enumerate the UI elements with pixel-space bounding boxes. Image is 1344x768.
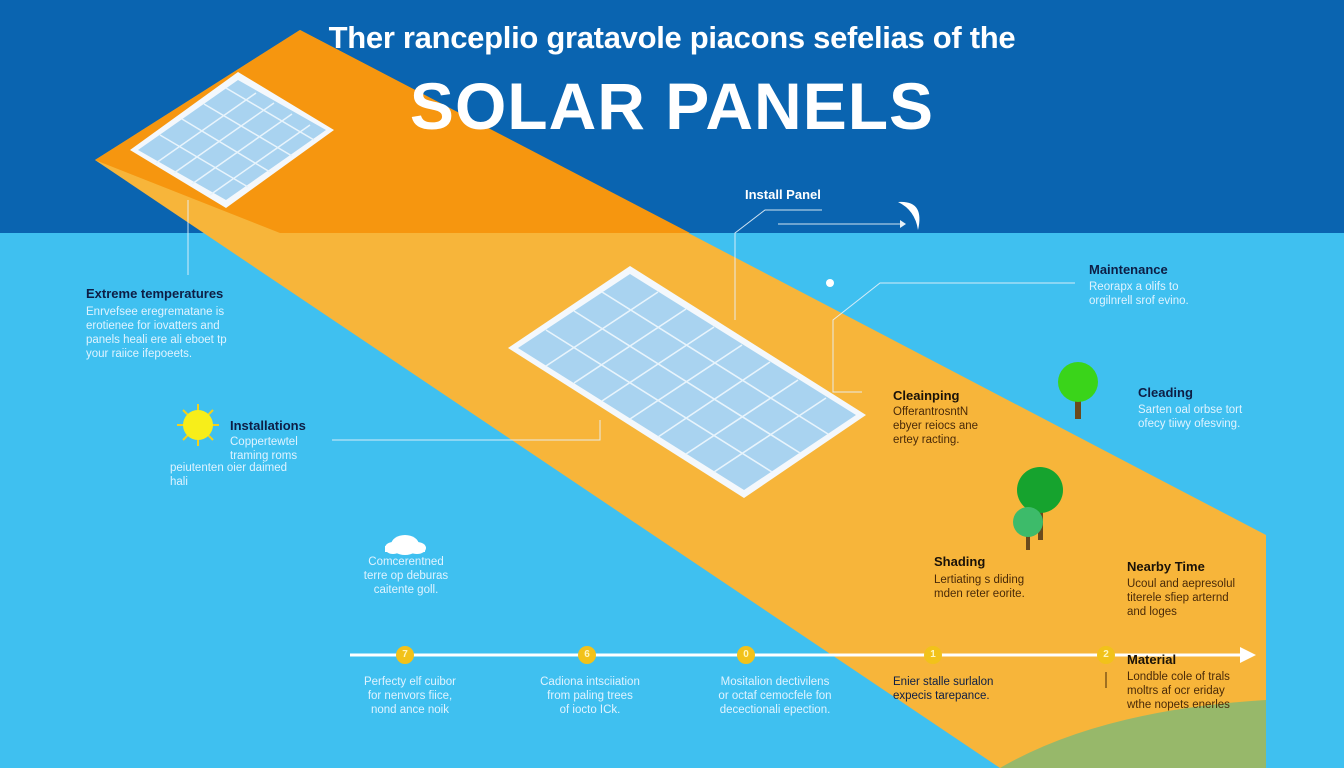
- text-line: wthe nopets enerles: [1127, 699, 1230, 711]
- text-line: Comcerentned: [368, 556, 444, 568]
- grass-patch: [1000, 700, 1266, 768]
- timeline-step-text: Perfecty elf cuibor for nenvors fiice, n…: [345, 675, 475, 717]
- shading-label: Shading: [934, 554, 986, 569]
- text-line: caitente goll.: [373, 584, 439, 596]
- text-line: for nenvors fiice,: [367, 690, 453, 702]
- text-line: OfferantrosntN: [893, 406, 969, 418]
- cleading-text: Sarten oal orbse tort ofecy tiiwy ofesvi…: [1138, 403, 1242, 431]
- text-line: and loges: [1127, 606, 1177, 618]
- timeline-step-text: Mositalion dectivilens or octaf cemocfel…: [695, 675, 855, 717]
- text-line: mden reter eorite.: [934, 588, 1025, 600]
- text-line: Enier stalle surlalon: [893, 676, 994, 688]
- text-line: Ucoul and aepresolul: [1127, 578, 1236, 590]
- cleaning-text: OfferantrosntN ebyer reiocs ane ertey ra…: [893, 405, 978, 447]
- cleading-label: Cleading: [1138, 385, 1193, 400]
- text-line: peiutenten oier daimed: [170, 462, 287, 474]
- installations-text: Coppertewtel traming roms: [230, 435, 298, 463]
- text-line: erotienee for iovatters and: [86, 320, 220, 332]
- text-line: of iocto ICk.: [559, 704, 621, 716]
- timeline-marker: 0: [737, 646, 755, 664]
- extreme-temperatures-text: Enrvefsee eregrematane is erotienee for …: [86, 305, 227, 361]
- text-line: ofecy tiiwy ofesving.: [1138, 418, 1241, 430]
- shading-text: Lertiating s diding mden reter eorite.: [934, 573, 1025, 601]
- material-text: Londble cole of trals moltrs af ocr erid…: [1127, 670, 1230, 712]
- cloud-icon: [385, 535, 426, 555]
- text-line: Cadiona intsciiation: [540, 676, 640, 688]
- material-label: Material: [1127, 652, 1177, 667]
- timeline-step-text: Enier stalle surlalon expecis tarepance.: [893, 675, 1023, 703]
- cleaning-label: Cleainping: [893, 388, 960, 403]
- text-line: your raiice ifepoeets.: [86, 348, 193, 360]
- page-subtitle: Ther ranceplio gratavole piacons sefelia…: [328, 20, 1016, 55]
- tree-icon: [1058, 362, 1098, 419]
- cloud-note-text: Comcerentned terre op deburas caitente g…: [350, 555, 462, 597]
- text-line: titerele sfiep arternd: [1127, 592, 1229, 604]
- page-title: SOLAR PANELS: [409, 69, 935, 143]
- text-line: Londble cole of trals: [1127, 671, 1230, 683]
- text-line: Coppertewtel: [230, 436, 298, 448]
- text-line: Mositalion dectivilens: [720, 676, 830, 688]
- text-line: Reorapx a olifs to: [1089, 281, 1179, 293]
- installations-text-cont: peiutenten oier daimed hali: [170, 461, 287, 489]
- solar-panel-small-icon: [130, 72, 334, 208]
- text-line: Enrvefsee eregrematane is: [86, 306, 225, 318]
- text-line: expecis tarepance.: [893, 690, 990, 702]
- solar-panel-large-icon: [508, 266, 866, 498]
- text-line: decectionali epection.: [719, 704, 831, 716]
- text-line: orgilnrell srof evino.: [1089, 295, 1189, 307]
- timeline-marker: 6: [578, 646, 596, 664]
- text-line: Lertiating s diding: [934, 574, 1025, 586]
- text-line: moltrs af ocr eriday: [1127, 685, 1225, 697]
- text-line: or octaf cemocfele fon: [718, 690, 832, 702]
- timeline-marker: 7: [396, 646, 414, 664]
- tree-cluster-icon: [1013, 467, 1063, 550]
- maintenance-text: Reorapx a olifs to orgilnrell srof evino…: [1089, 280, 1189, 308]
- nearby-time-label: Nearby Time: [1127, 559, 1205, 574]
- installations-label: Installations: [230, 418, 306, 433]
- arrow-right-icon: [1240, 647, 1256, 663]
- text-line: terre op deburas: [363, 570, 449, 582]
- install-panel-label: Install Panel: [745, 187, 821, 202]
- timeline-marker: 2: [1097, 646, 1115, 664]
- text-line: Perfecty elf cuibor: [363, 676, 457, 688]
- text-line: panels heali ere ali eboet tp: [86, 334, 227, 346]
- nearby-time-text: Ucoul and aepresolul titerele sfiep arte…: [1127, 577, 1235, 619]
- text-line: Sarten oal orbse tort: [1138, 404, 1243, 416]
- timeline-marker: 1: [924, 646, 942, 664]
- text-line: nond ance noik: [370, 704, 449, 716]
- text-line: from paling trees: [547, 690, 633, 702]
- text-line: ebyer reiocs ane: [893, 420, 979, 432]
- timeline-step-text: Cadiona intsciiation from paling trees o…: [520, 675, 660, 717]
- extreme-temperatures-label: Extreme temperatures: [86, 286, 224, 301]
- moon-icon: [898, 201, 920, 230]
- maintenance-label: Maintenance: [1089, 262, 1168, 277]
- sun-icon: [177, 404, 219, 446]
- text-line: traming roms: [230, 450, 298, 462]
- text-line: hali: [170, 476, 188, 488]
- small-cloud-dot: [826, 279, 834, 287]
- text-line: ertey racting.: [893, 434, 960, 446]
